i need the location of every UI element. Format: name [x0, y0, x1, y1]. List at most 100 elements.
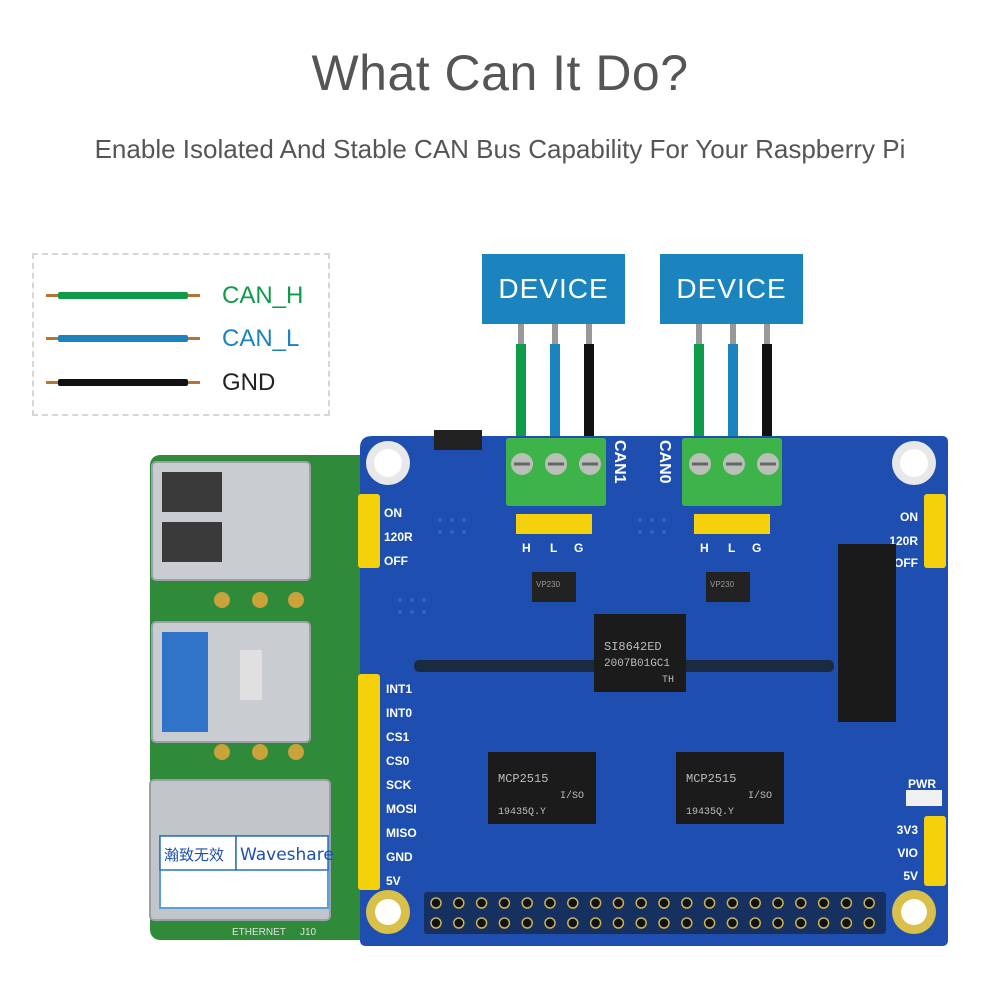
can0-h-label: H — [700, 541, 709, 555]
gpio-pin — [681, 917, 693, 929]
usb-port-1 — [151, 461, 311, 581]
transceiver-chip-1 — [532, 572, 576, 602]
gpio-pin — [544, 897, 556, 909]
device-2-wires — [694, 324, 772, 440]
gpio-pin — [840, 917, 853, 929]
voltage-5v: 5V — [903, 869, 918, 883]
can0-l-label: L — [728, 541, 735, 555]
pin-gnd: GND — [386, 850, 413, 864]
brand-label: Waveshare — [240, 845, 334, 865]
can-h-wire — [46, 292, 200, 299]
can-l-label: CAN_L — [222, 325, 300, 352]
gpio-pin — [430, 897, 442, 909]
mcp2515-chip-1-line3: 19435Q.Y — [498, 807, 546, 818]
gpio-pin — [498, 917, 511, 929]
can-l-wire — [46, 335, 200, 342]
page-subtitle: Enable Isolated And Stable CAN Bus Capab… — [94, 134, 906, 164]
transceiver-chip-2-label: VP230 — [710, 580, 735, 589]
mcp2515-chip-2-line3: 19435Q.Y — [686, 807, 734, 818]
pin-5v: 5V — [386, 874, 401, 888]
gpio-pin — [544, 917, 556, 929]
mounting-holes — [366, 441, 936, 934]
gpio-pin — [795, 897, 807, 909]
gpio-pin — [589, 917, 602, 929]
pin-miso: MISO — [386, 826, 417, 840]
can1-terminal — [506, 438, 606, 506]
gpio-pin — [840, 897, 853, 909]
voltage-jumper — [924, 816, 946, 886]
voltage-vio: VIO — [897, 846, 918, 860]
right-termination-jumper — [924, 494, 946, 568]
pwr-label: PWR — [908, 777, 936, 791]
side-connector — [838, 544, 896, 722]
pin-cs1: CS1 — [386, 730, 410, 744]
gpio-pin — [475, 917, 488, 929]
device-1-wires — [516, 324, 594, 440]
isolator-chip-line3: TH — [662, 675, 674, 686]
mcp2515-chip-1-line2: I/SO — [560, 790, 584, 802]
top-connector — [434, 430, 482, 450]
can1-g-label: G — [574, 541, 583, 555]
mcp2515-chip-2-line1: MCP2515 — [686, 772, 736, 786]
can0-label: CAN0 — [656, 440, 673, 484]
ethernet-label: ETHERNET — [232, 927, 286, 938]
can0-header — [694, 514, 770, 534]
voltage-3v3: 3V3 — [897, 823, 919, 837]
left-jumper-off: OFF — [384, 554, 408, 568]
brand-cn-label: 瀚致无效 — [164, 846, 224, 864]
right-jumper-120r: 120R — [889, 534, 918, 548]
can1-h-label: H — [522, 541, 531, 555]
can0-g-label: G — [752, 541, 761, 555]
gpio-pin — [726, 917, 739, 929]
isolator-chip-line1: SI8642ED — [604, 640, 662, 654]
can1-label: CAN1 — [611, 440, 628, 484]
j10-label: J10 — [300, 927, 317, 938]
pin-cs0: CS0 — [386, 754, 410, 768]
mcp2515-chip-2 — [676, 752, 784, 824]
left-jumper-120r: 120R — [384, 530, 413, 544]
pin-sck: SCK — [386, 778, 412, 792]
gpio-pin — [817, 897, 830, 909]
gpio-pin — [453, 917, 465, 929]
control-pin-header — [358, 674, 380, 890]
isolator-chip — [594, 614, 686, 692]
pin-int0: INT0 — [386, 706, 412, 720]
gpio-pin — [863, 897, 875, 909]
gpio-pin — [612, 917, 625, 929]
gpio-pin — [658, 917, 670, 929]
can1-header — [516, 514, 592, 534]
gnd-label: GND — [222, 369, 276, 396]
isolator-chip-line2: 2007B01GC1 — [604, 658, 670, 670]
left-termination-jumper — [358, 494, 380, 568]
pwr-led — [906, 790, 942, 806]
page-title: What Can It Do? — [311, 45, 689, 101]
gpio-pin — [475, 897, 488, 909]
gpio-pin — [772, 917, 784, 929]
can1-l-label: L — [550, 541, 557, 555]
gpio-pin — [589, 897, 602, 909]
can0-terminal — [682, 438, 782, 506]
pin-int1: INT1 — [386, 682, 412, 696]
gpio-pin — [817, 917, 830, 929]
mcp2515-chip-2-line2: I/SO — [748, 790, 772, 802]
gpio-pin — [567, 917, 579, 929]
gpio-pin — [726, 897, 739, 909]
gpio-pin — [749, 917, 761, 929]
gnd-wire — [46, 379, 200, 386]
transceiver-chip-2 — [706, 572, 750, 602]
device-box-1: DEVICE — [482, 254, 625, 324]
transceiver-chip-1-label: VP230 — [536, 580, 561, 589]
gpio-pin — [521, 897, 533, 909]
gpio-header — [424, 892, 886, 934]
gpio-pin — [772, 897, 784, 909]
gpio-pin — [703, 897, 716, 909]
gpio-pin — [863, 917, 875, 929]
gpio-pin — [521, 917, 533, 929]
gpio-pin — [635, 917, 647, 929]
gpio-pin — [430, 917, 442, 929]
gpio-pin — [635, 897, 647, 909]
gpio-pin — [453, 897, 465, 909]
gpio-pin — [703, 917, 716, 929]
gpio-pin — [681, 897, 693, 909]
